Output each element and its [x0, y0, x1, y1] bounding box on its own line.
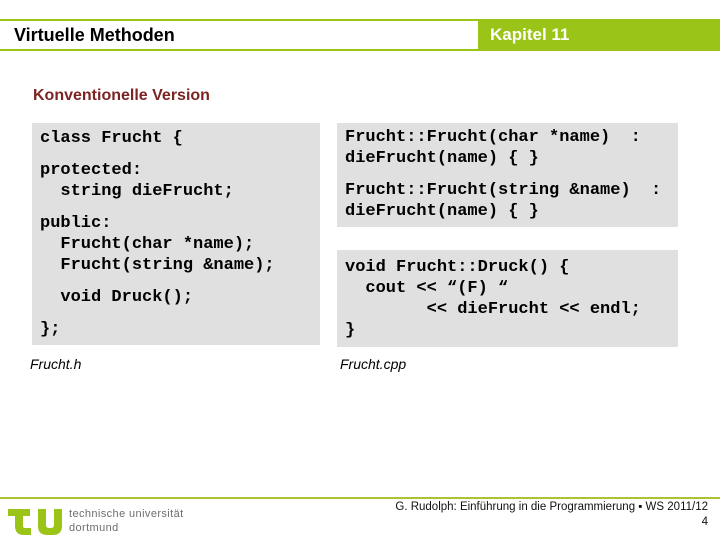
university-name: technische universität dortmund: [69, 507, 184, 535]
code-line: Frucht::Frucht(char *name) :: [345, 128, 641, 147]
code-line: void Frucht::Druck() {: [345, 258, 570, 277]
code-line: [345, 169, 670, 180]
header-band: Virtuelle Methoden Kapitel 11: [0, 19, 720, 51]
code-line: }: [345, 321, 356, 340]
code-line: cout << “(F) “: [345, 279, 509, 298]
university-name-line1: technische universität: [69, 508, 184, 520]
code-line: [40, 149, 312, 160]
footer-divider: [0, 497, 720, 499]
subheading: Konventionelle Version: [33, 87, 210, 104]
file-label-frucht-cpp: Frucht.cpp: [340, 356, 407, 372]
footer-credit: G. Rudolph: Einführung in die Programmie…: [395, 500, 708, 530]
code-line: dieFrucht(name) { }: [345, 202, 539, 221]
university-name-line2: dortmund: [69, 522, 119, 534]
tu-logo-icon: [8, 509, 62, 535]
code-line: Frucht(char *name);: [40, 235, 255, 254]
code-line: Frucht(string &name);: [40, 256, 275, 275]
code-line: class Frucht {: [40, 129, 183, 148]
code-line: protected:: [40, 161, 143, 180]
file-label-frucht-h: Frucht.h: [30, 356, 82, 372]
code-block-frucht-h: class Frucht { protected: string dieFruch…: [32, 123, 320, 345]
code-block-frucht-cpp-constructors: Frucht::Frucht(char *name) :dieFrucht(na…: [337, 123, 678, 227]
code-line: << dieFrucht << endl;: [345, 300, 641, 319]
code-line: public:: [40, 214, 112, 233]
code-line: [40, 276, 312, 287]
code-line: string dieFrucht;: [40, 182, 234, 201]
code-block-frucht-cpp-druck: void Frucht::Druck() { cout << “(F) “ <<…: [337, 250, 678, 347]
page-number: 4: [701, 516, 708, 528]
slide-title: Virtuelle Methoden: [14, 24, 175, 45]
code-line: };: [40, 320, 61, 339]
credit-line: G. Rudolph: Einführung in die Programmie…: [395, 501, 708, 513]
code-line: dieFrucht(name) { }: [345, 149, 539, 168]
code-line: [40, 202, 312, 213]
chapter-label: Kapitel 11: [490, 25, 570, 44]
tu-dortmund-logo: [8, 504, 64, 540]
code-line: Frucht::Frucht(string &name) :: [345, 181, 662, 200]
header-title-box: Virtuelle Methoden: [0, 21, 478, 49]
code-line: [40, 308, 312, 319]
code-line: void Druck();: [40, 288, 194, 307]
